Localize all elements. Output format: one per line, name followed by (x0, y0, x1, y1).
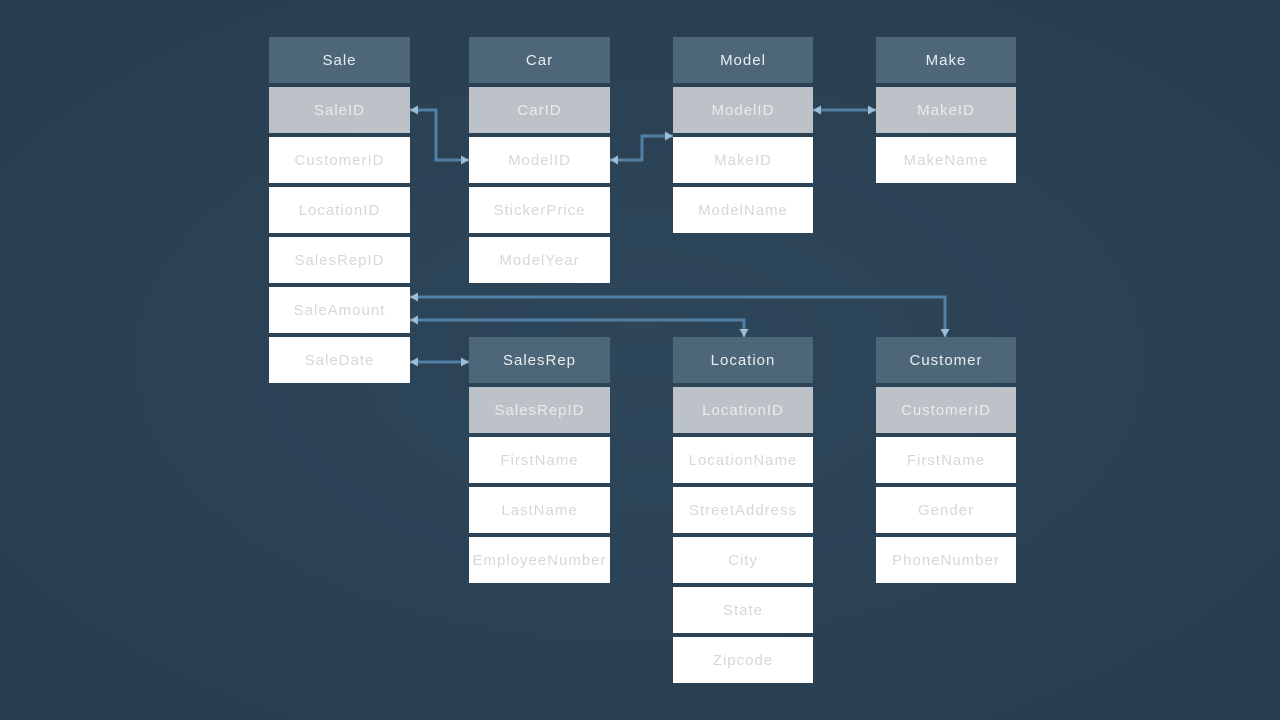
field-row: CustomerID (269, 137, 410, 183)
key-field-sale: SaleID (269, 87, 410, 133)
connector-sale-car (410, 108, 469, 162)
arrowhead-sale-car-right (461, 155, 469, 165)
field-row: State (673, 587, 813, 633)
field-row: ModelID (469, 137, 610, 183)
arrowhead-sale-location-left (410, 315, 418, 325)
field-row: LocationName (673, 437, 813, 483)
field-row: Gender (876, 487, 1016, 533)
arrowhead-model-make-right (868, 105, 876, 115)
field-row: LocationID (269, 187, 410, 233)
table-title-sale: Sale (269, 37, 410, 83)
field-row: ModelYear (469, 237, 610, 283)
arrowhead-car-model-left (610, 155, 618, 165)
field-row: MakeName (876, 137, 1016, 183)
arrowhead-model-make-left (813, 105, 821, 115)
key-field-model: ModelID (673, 87, 813, 133)
field-row: SaleAmount (269, 287, 410, 333)
arrowhead-sale-salesrep-left (410, 357, 418, 367)
connector-sale-location (410, 318, 746, 337)
field-row: EmployeeNumber (469, 537, 610, 583)
arrowhead-sale-customer-left (410, 292, 418, 302)
arrowhead-sale-salesrep-right (461, 357, 469, 367)
field-row: Zipcode (673, 637, 813, 683)
table-title-location: Location (673, 337, 813, 383)
key-field-salesrep: SalesRepID (469, 387, 610, 433)
field-row: City (673, 537, 813, 583)
arrowhead-car-model-right (665, 131, 673, 141)
field-row: SaleDate (269, 337, 410, 383)
field-row: FirstName (469, 437, 610, 483)
field-row: SalesRepID (269, 237, 410, 283)
connector-sale-customer (410, 295, 947, 337)
table-title-salesrep: SalesRep (469, 337, 610, 383)
key-field-location: LocationID (673, 387, 813, 433)
field-row: MakeID (673, 137, 813, 183)
table-title-make: Make (876, 37, 1016, 83)
field-row: LastName (469, 487, 610, 533)
table-title-customer: Customer (876, 337, 1016, 383)
key-field-customer: CustomerID (876, 387, 1016, 433)
field-row: ModelName (673, 187, 813, 233)
table-title-car: Car (469, 37, 610, 83)
connector-car-model (610, 134, 673, 162)
arrowhead-sale-customer-down (940, 329, 950, 337)
field-row: StreetAddress (673, 487, 813, 533)
field-row: StickerPrice (469, 187, 610, 233)
table-title-model: Model (673, 37, 813, 83)
arrowhead-sale-car-left (410, 105, 418, 115)
field-row: FirstName (876, 437, 1016, 483)
key-field-make: MakeID (876, 87, 1016, 133)
field-row: PhoneNumber (876, 537, 1016, 583)
key-field-car: CarID (469, 87, 610, 133)
arrowhead-sale-location-down (739, 329, 749, 337)
